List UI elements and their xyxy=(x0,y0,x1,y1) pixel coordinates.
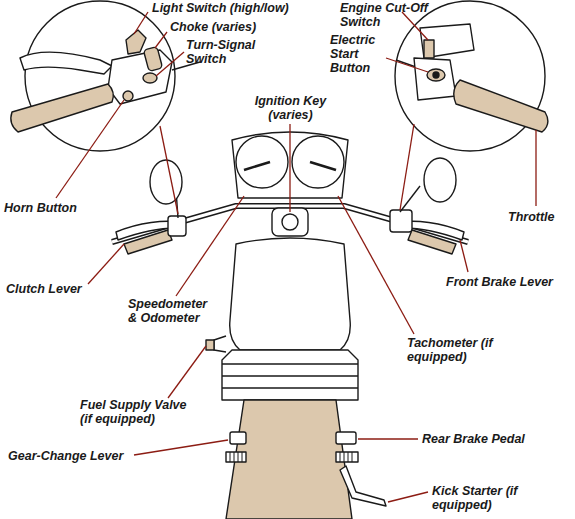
gear-change-lever xyxy=(230,432,246,444)
leader-line xyxy=(88,244,124,284)
horn-button xyxy=(123,91,133,101)
part-label: Electric Start Button xyxy=(330,33,390,75)
needle xyxy=(310,162,336,170)
leader-line xyxy=(156,52,184,76)
leader-line xyxy=(134,440,228,455)
footpeg-ridges xyxy=(230,452,352,462)
throttle-grip-inset xyxy=(454,80,548,132)
leader-line xyxy=(386,58,428,72)
leader-line xyxy=(56,100,124,198)
part-label: Ignition Key (varies) xyxy=(243,94,338,122)
speedometer xyxy=(236,136,288,188)
part-label: Light Switch (high/low) xyxy=(152,1,322,15)
engine-cut-off-switch xyxy=(424,40,434,58)
left-switch xyxy=(168,216,186,236)
kick-starter xyxy=(340,466,386,506)
fuel-valve xyxy=(214,336,226,352)
part-label: Engine Cut-Off Switch xyxy=(340,1,450,29)
leader-line xyxy=(460,240,468,272)
rear-brake-pedal xyxy=(336,432,356,444)
inset-connector xyxy=(160,126,178,214)
leader-line xyxy=(289,124,290,212)
leader-line xyxy=(358,438,418,439)
turn-signal-switch xyxy=(143,73,157,83)
leader-line xyxy=(535,130,536,206)
part-label: Choke (varies) xyxy=(170,20,290,34)
leader-line xyxy=(134,12,148,34)
start-button-center xyxy=(433,72,439,78)
part-label: Front Brake Lever xyxy=(446,275,571,289)
part-label: Rear Brake Pedal xyxy=(422,432,562,446)
right-switch xyxy=(390,210,412,232)
leader-line xyxy=(176,196,244,296)
left-inset-circle xyxy=(25,1,175,151)
left-grip-inset xyxy=(11,84,113,132)
fuel-valve-knob xyxy=(206,340,214,350)
left-switch-housing xyxy=(108,50,172,104)
clutch-lever-inset xyxy=(20,52,112,74)
engine-fins xyxy=(222,364,358,388)
part-label: Turn-Signal Switch xyxy=(186,38,272,66)
needle xyxy=(244,162,270,170)
part-label: Speedometer & Odometer xyxy=(128,297,212,325)
part-label: Throttle xyxy=(508,210,570,224)
part-label: Clutch Lever xyxy=(6,282,116,296)
part-label: Tachometer (if equipped) xyxy=(407,336,493,364)
leader-line xyxy=(388,492,428,502)
leader-line xyxy=(402,12,428,40)
part-label: Fuel Supply Valve (if equipped) xyxy=(80,398,200,426)
electric-start-button xyxy=(427,69,445,81)
ignition-key xyxy=(282,214,298,230)
leader-line xyxy=(155,32,167,48)
part-label: Kick Starter (if equipped) xyxy=(432,484,522,512)
master-cylinder xyxy=(420,24,474,58)
light-switch xyxy=(126,30,146,54)
leader-line xyxy=(168,346,206,398)
right-mirror xyxy=(424,158,456,202)
leader-lines xyxy=(56,12,536,502)
part-label: Gear-Change Lever xyxy=(8,449,138,463)
leader-line xyxy=(338,196,414,334)
tachometer xyxy=(292,136,344,188)
inset-connector xyxy=(400,124,414,210)
seat xyxy=(226,400,352,519)
left-footpeg xyxy=(226,452,246,462)
fuel-tank xyxy=(230,238,351,350)
right-switch-housing xyxy=(414,58,456,100)
left-mirror xyxy=(150,160,182,204)
choke-control xyxy=(143,47,162,72)
part-label: Horn Button xyxy=(4,201,114,215)
right-inset-circle xyxy=(395,1,545,151)
ignition-housing xyxy=(272,208,308,236)
right-footpeg xyxy=(336,452,358,462)
engine xyxy=(222,350,358,400)
